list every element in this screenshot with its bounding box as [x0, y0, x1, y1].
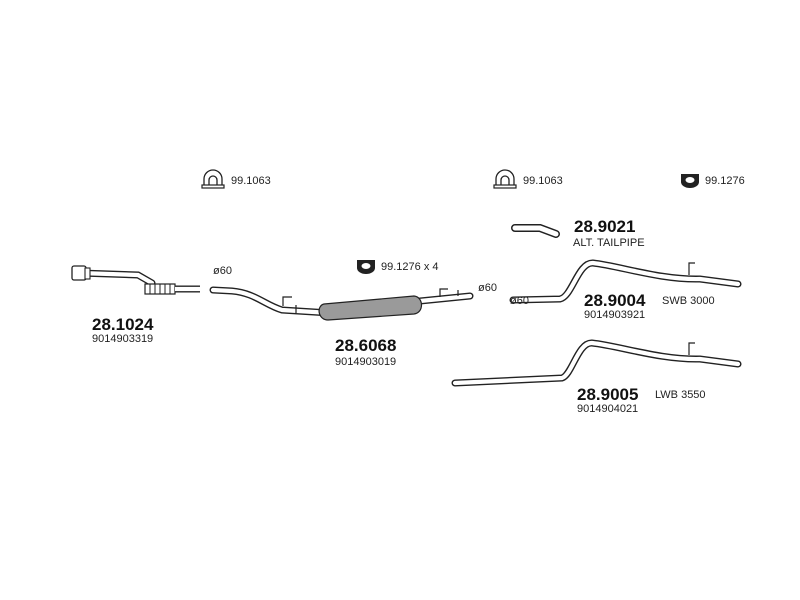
clamp-icon: [201, 169, 225, 189]
hanger-code: 99.1276: [705, 175, 745, 187]
tailpipe-swb-drawing: [509, 259, 742, 304]
part-number: 28.9004: [584, 291, 646, 310]
part-note: LWB 3550: [655, 389, 706, 401]
oem-number: 9014903319: [92, 333, 154, 345]
front-pipe-drawing: [71, 265, 200, 295]
diameter-label: ø60: [213, 265, 232, 277]
diameter-label: ø60: [510, 295, 529, 307]
center-muffler-drawing: [209, 286, 474, 321]
part-note: ALT. TAILPIPE: [573, 237, 645, 249]
alt-tailpipe-drawing: [511, 224, 560, 238]
rubber-hanger-icon: [681, 174, 699, 188]
clamp-code: 99.1063: [523, 175, 563, 187]
diameter-label: ø60: [478, 282, 497, 294]
rubber-hanger-icon: [357, 260, 375, 274]
oem-number: 9014903921: [584, 309, 646, 321]
tailpipe-lwb-drawing: [451, 339, 742, 387]
part-number: 28.1024: [92, 315, 154, 334]
clamp-icon: [493, 169, 517, 189]
part-number: 28.6068: [335, 336, 397, 355]
oem-number: 9014904021: [577, 403, 639, 415]
clamp-code: 99.1063: [231, 175, 271, 187]
part-note: SWB 3000: [662, 295, 715, 307]
part-number: 28.9021: [574, 217, 636, 236]
part-number: 28.9005: [577, 385, 639, 404]
hanger-code: 99.1276 x 4: [381, 261, 439, 273]
oem-number: 9014903019: [335, 356, 397, 368]
